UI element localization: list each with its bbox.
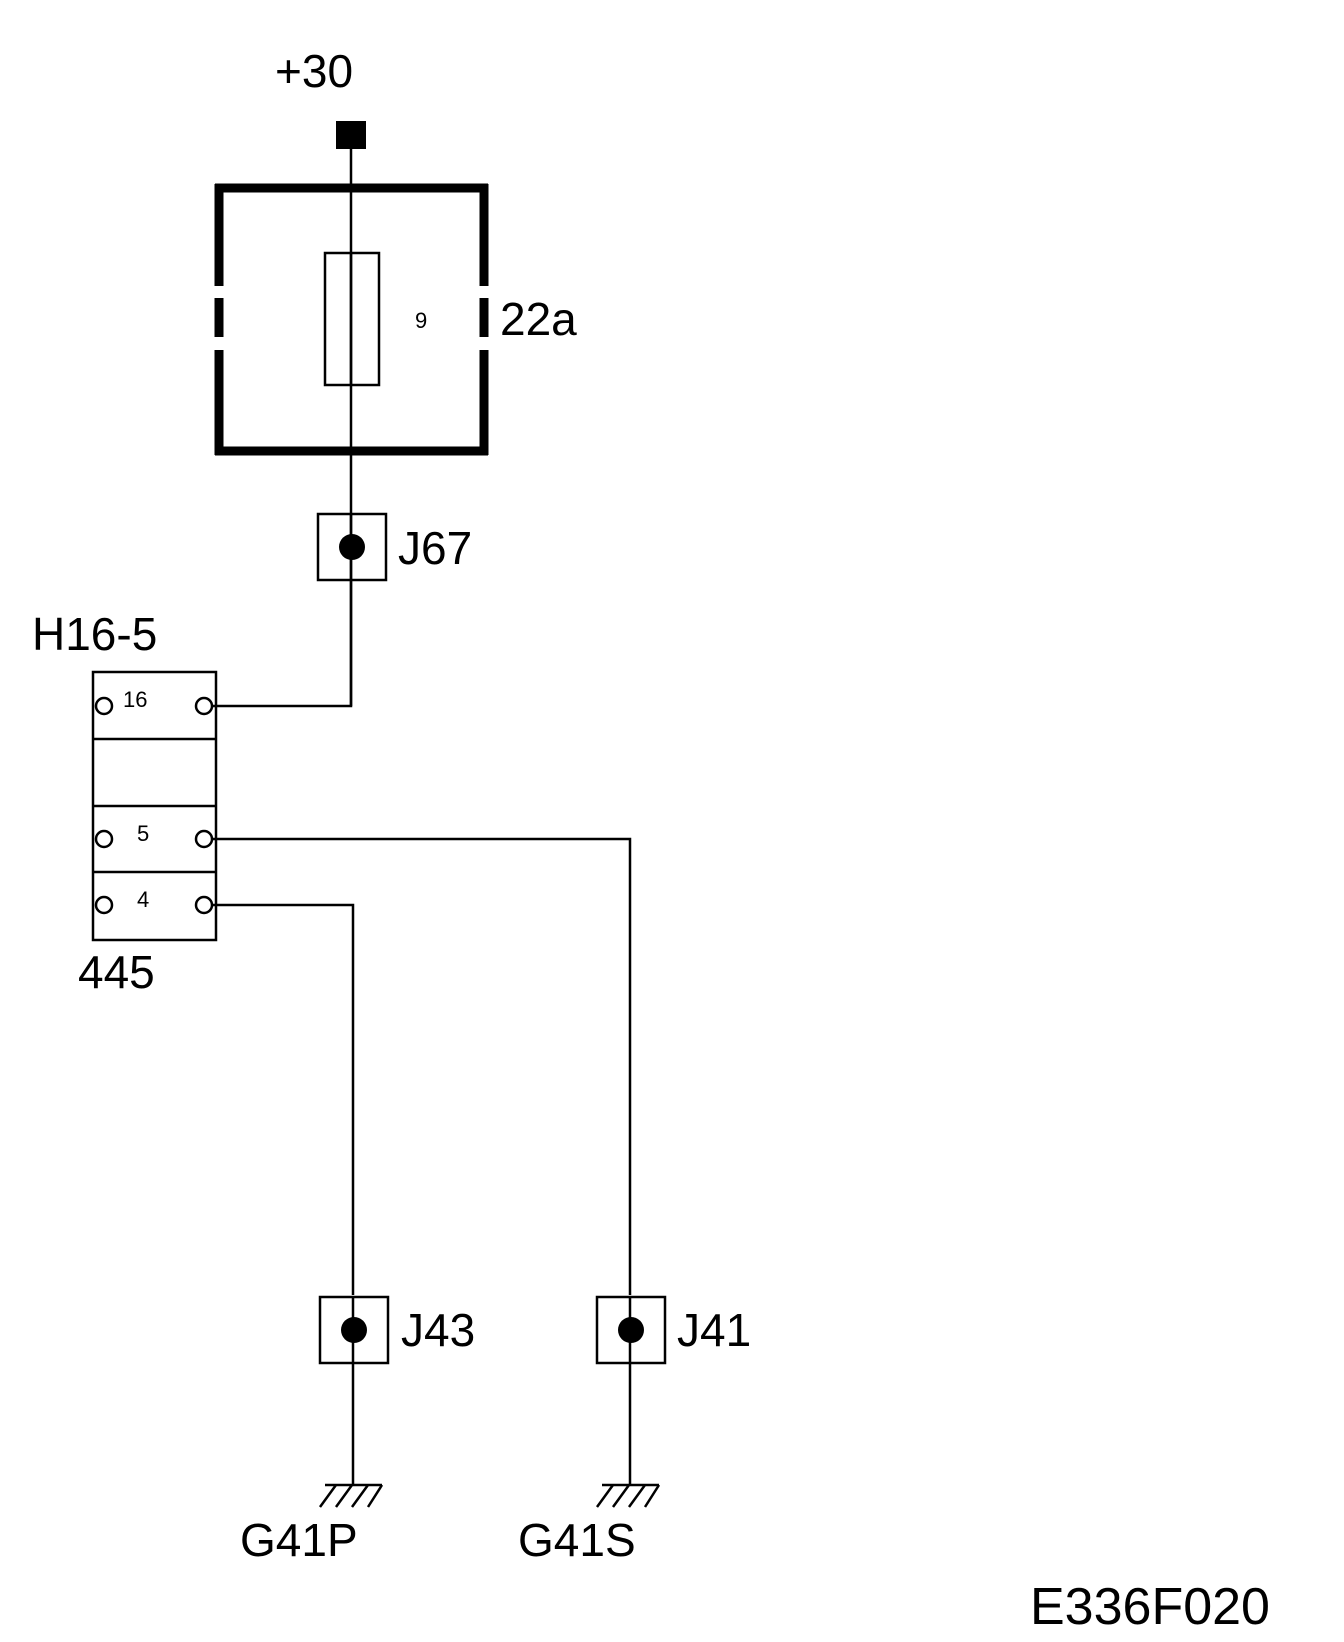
ground-icon-right <box>595 1483 661 1508</box>
fuse-number: 9 <box>415 308 427 333</box>
supply-terminal <box>336 121 366 149</box>
pin-4-label: 4 <box>137 887 149 912</box>
ground-icon-left <box>318 1483 384 1508</box>
ground-left-label: G41P <box>240 1514 358 1566</box>
pin-16-label: 16 <box>123 687 147 712</box>
ground-right-label: G41S <box>518 1514 636 1566</box>
pin-5-label: 5 <box>137 821 149 846</box>
pin4-right-circle <box>194 895 214 915</box>
junction-j41-dot <box>618 1317 644 1343</box>
junction-j43-dot <box>341 1317 367 1343</box>
wire-pin4 <box>212 903 355 1295</box>
junction-j43-label: J43 <box>401 1304 475 1356</box>
junction-j67-dot <box>339 534 365 560</box>
pin16-right-circle <box>194 696 214 716</box>
connector-code: 445 <box>78 946 155 998</box>
pin16-left-circle <box>94 696 114 716</box>
pin5-left-circle <box>94 829 114 849</box>
connector-block <box>91 670 218 942</box>
supply-label: +30 <box>275 45 353 97</box>
figure-code: E336F020 <box>1030 1578 1270 1636</box>
pin4-left-circle <box>94 895 114 915</box>
junction-j67-label: J67 <box>398 522 472 574</box>
connector-name: H16-5 <box>32 608 157 660</box>
fuse-box <box>214 183 489 456</box>
junction-j41-label: J41 <box>677 1304 751 1356</box>
wire-pin16 <box>212 580 353 708</box>
wire-pin5 <box>212 837 632 1295</box>
fuse-box-label: 22a <box>500 293 577 345</box>
pin5-right-circle <box>194 829 214 849</box>
